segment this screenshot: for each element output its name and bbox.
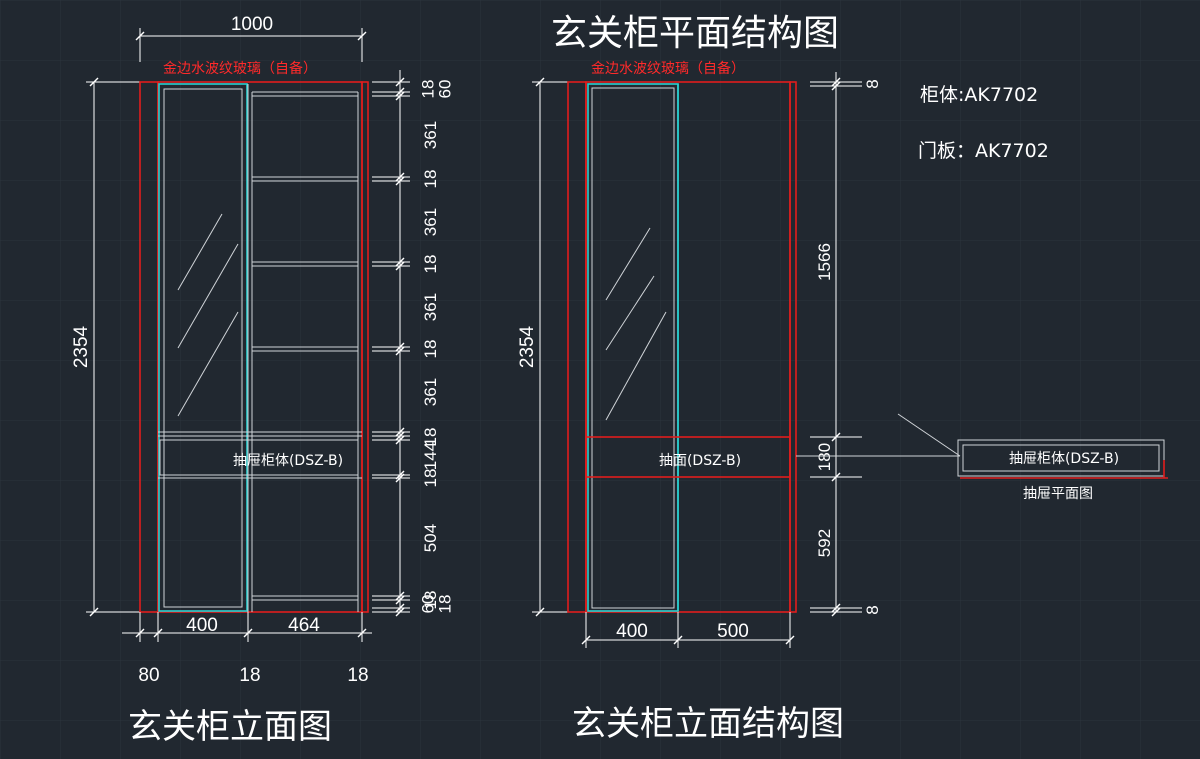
dim-board-6: 18 [421,469,440,488]
dim-shelf-2: 361 [421,208,440,236]
dim-tick-mark [395,261,405,271]
drawer-plan: 抽屉柜体(DSZ-B) 抽屉平面图 [796,413,1168,502]
dim-board-4: 18 [421,340,440,359]
dim-tick-mark [395,176,405,186]
dim-bottom-cluster: 6018 [418,595,454,614]
dim-tick-mark [395,435,405,445]
left-elevation-title: 玄关柜立面图 [128,707,332,747]
drawer-label-right: 抽面(DSZ-B) [659,453,741,469]
dim-tick-mark [395,346,405,356]
dim-right-drawer: 180 [815,443,834,471]
dim-right-bottom-8: 8 [863,605,882,614]
dim-right-top-8: 8 [863,79,882,88]
dim-left-edge-80: 80 [138,665,159,686]
dim-left-door-width: 400 [186,615,218,636]
dim-board-3: 18 [421,255,440,274]
dim-right-door-width: 400 [616,621,648,642]
dim-shelf-4: 361 [421,378,440,406]
dim-right-panel-width: 500 [717,621,749,642]
dim-tick-mark [395,87,405,97]
dim-drawer-height: 144 [421,442,440,470]
left-elevation: 1000 金边水波纹玻璃（自备） 2354 [71,14,454,686]
glass-note-right: 金边水波纹玻璃（自备） [591,60,745,77]
dim-tick-mark [395,603,405,613]
dim-tick-mark [395,427,405,437]
dim-left-shelf-width: 464 [288,615,320,636]
dim-tick-mark [395,431,405,441]
dim-shelf-1: 361 [421,121,440,149]
glass-note-left: 金边水波纹玻璃（自备） [163,60,317,77]
dim-tick-mark [395,342,405,352]
dim-tick-mark [395,591,405,601]
drawer-plan-title: 抽屉平面图 [1023,486,1093,502]
dim-board-2: 18 [421,170,440,189]
door-panel-material: 门板：AK7702 [918,140,1049,162]
dim-tick-mark [395,595,405,605]
drawer-label-plan: 抽屉柜体(DSZ-B) [1009,451,1119,467]
dim-bottom-section: 504 [421,524,440,552]
dim-right-bottom: 592 [815,529,834,557]
dim-top-width: 1000 [231,14,273,35]
dim-board-7: 18 [421,591,440,610]
dim-board-5: 18 [421,428,440,447]
dim-tick-mark [395,473,405,483]
dim-right-door: 1566 [815,243,834,281]
drawer-label-left: 抽屉柜体(DSZ-B) [233,453,343,469]
dim-tick-mark [395,607,405,617]
dim-left-edge-18b: 18 [347,665,368,686]
dim-tick-mark [395,77,405,87]
plan-title: 玄关柜平面结构图 [551,13,839,54]
right-elevation: 金边水波纹玻璃（自备） 2354 抽面(DSZ-B) 8 15 [517,60,882,648]
dim-left-height: 2354 [71,325,92,368]
dim-tick-mark [395,257,405,267]
dim-right-height: 2354 [517,325,538,368]
dim-tick-mark [395,172,405,182]
dim-tick-mark [395,91,405,101]
dim-shelf-3: 361 [421,293,440,321]
dim-left-edge-18a: 18 [239,665,260,686]
right-elevation-title: 玄关柜立面结构图 [572,704,844,744]
cabinet-body-material: 柜体:AK7702 [920,84,1038,106]
dim-top-cluster: 1860 [418,80,454,99]
